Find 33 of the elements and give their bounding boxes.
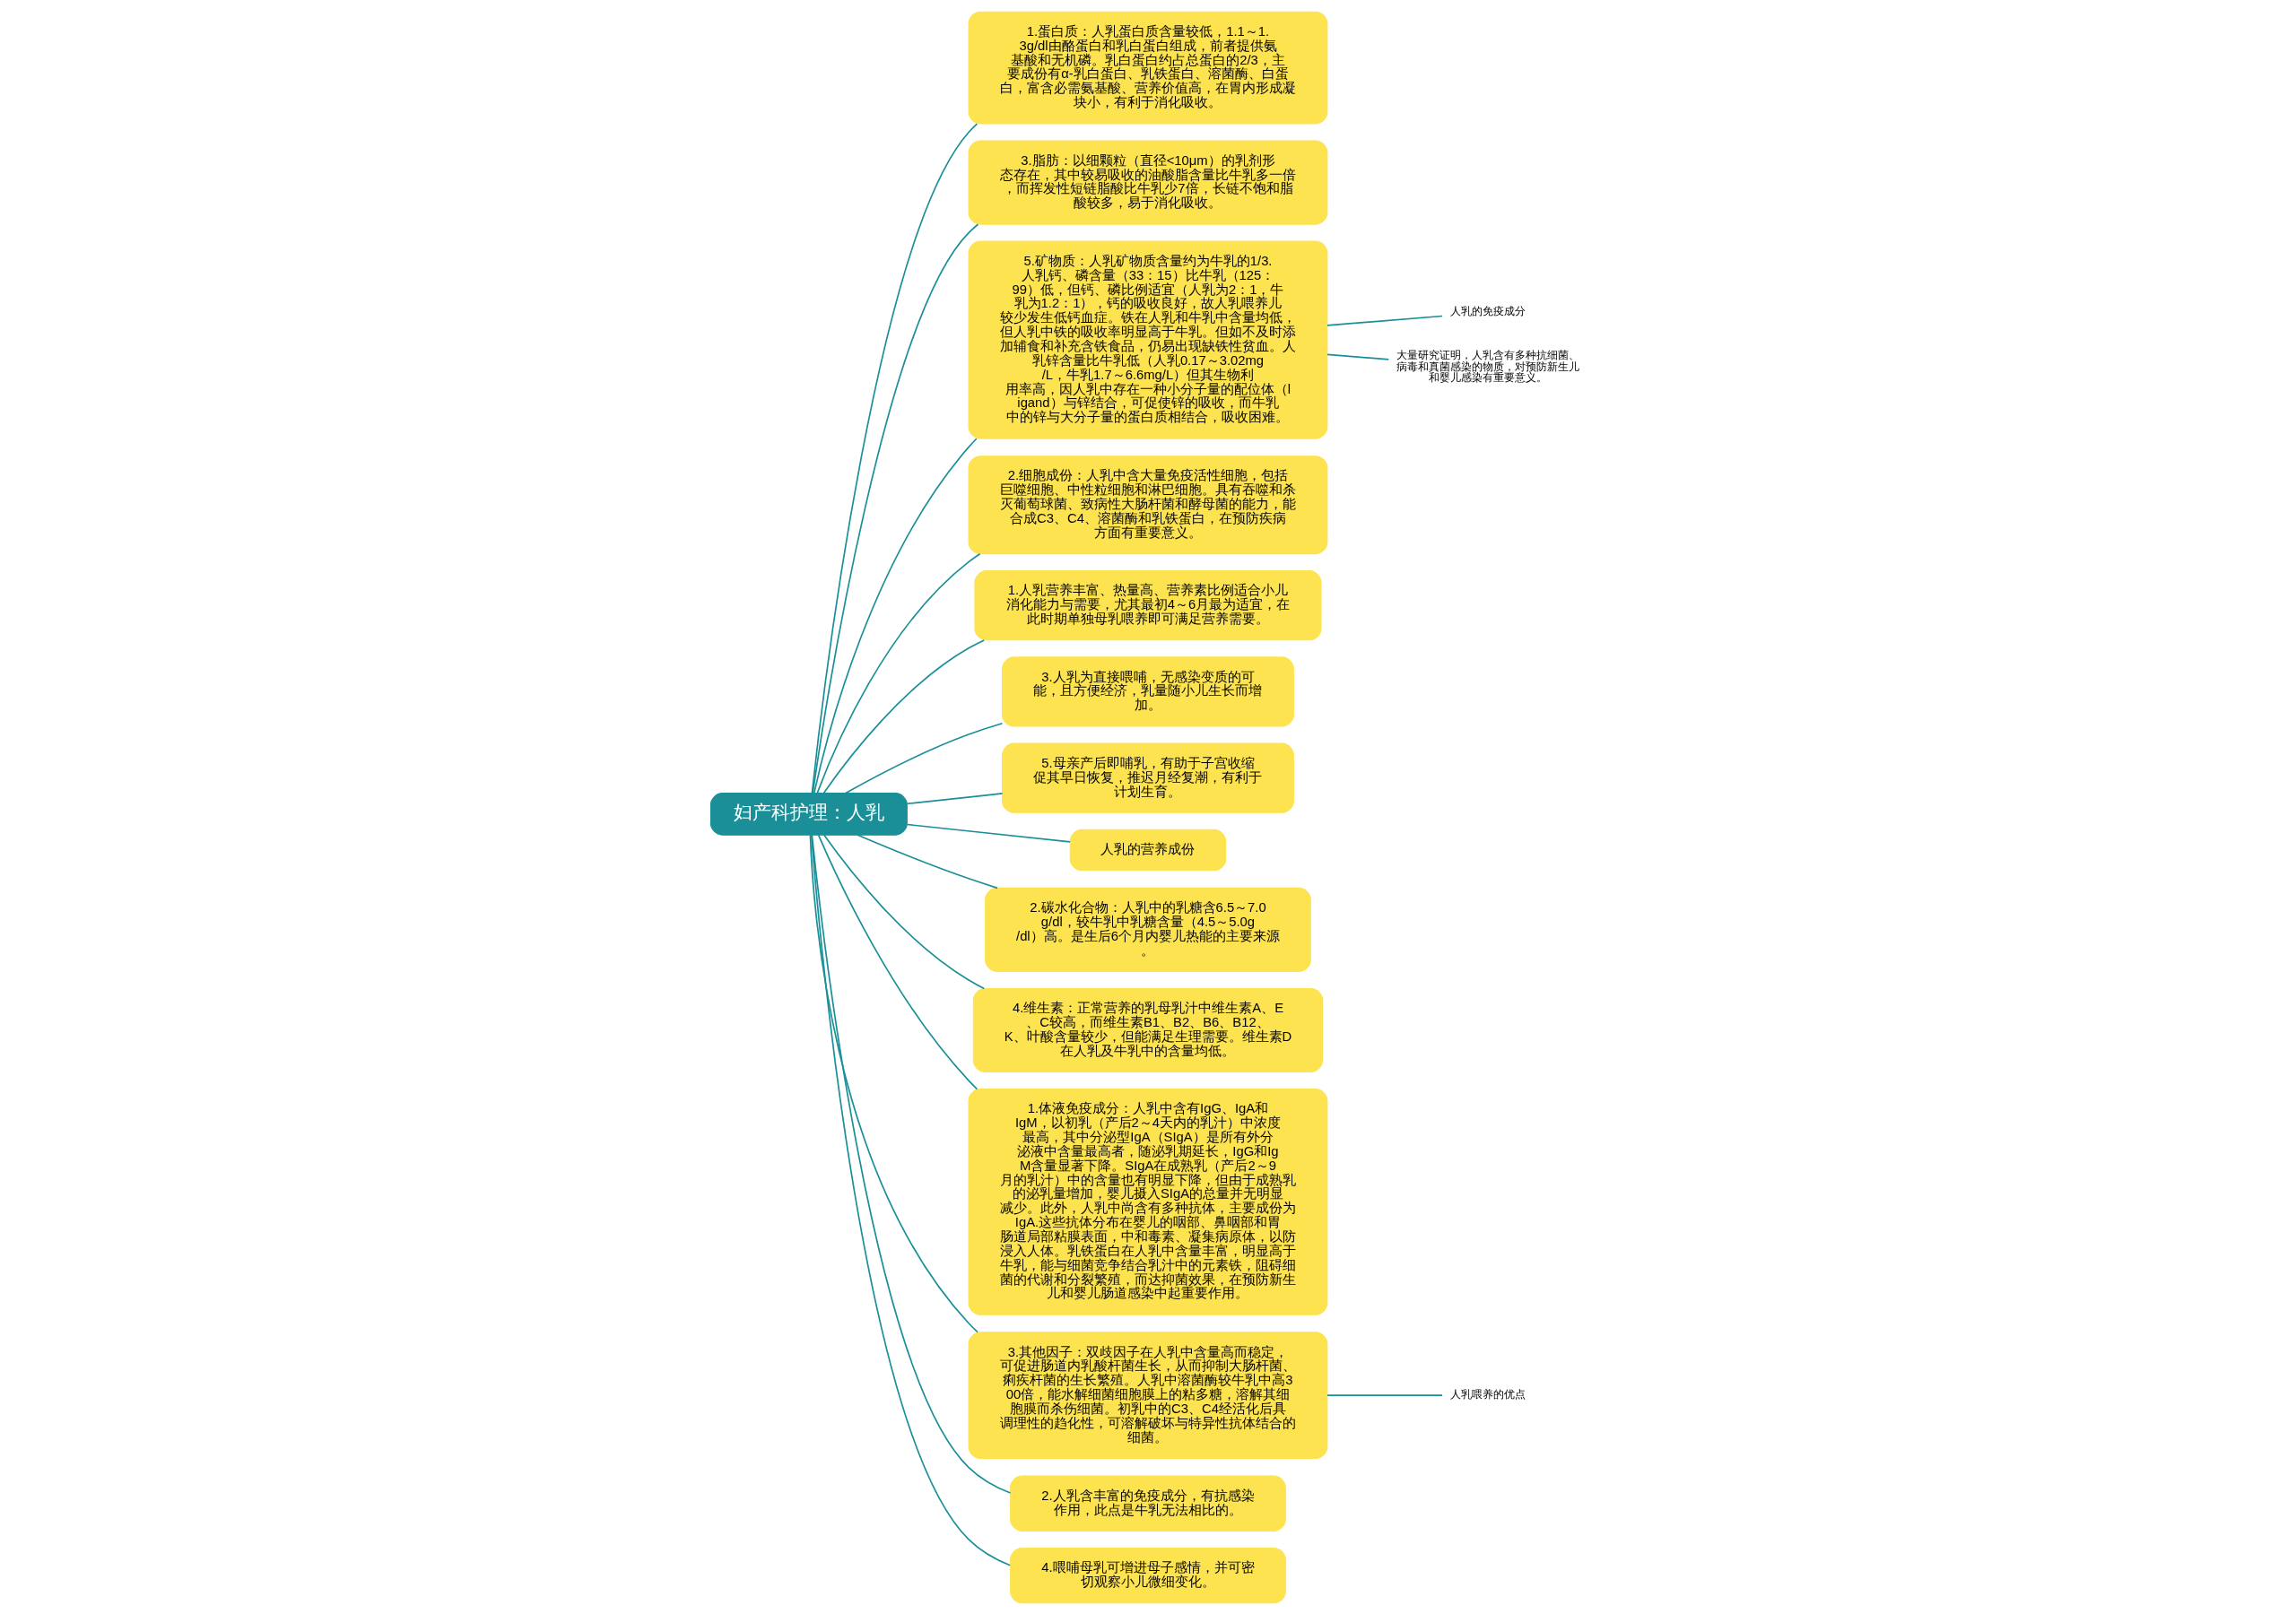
connector [813,437,978,794]
node-box: 5.母亲产后即哺乳，有助于子宫收缩促其早日恢复，推迟月经复潮，有利于计划生育。 [1001,742,1294,813]
node-box: 1.蛋白质：人乳蛋白质含量较低，1.1～1.3g/dl由酪蛋白和乳白蛋白组成，前者提供氨基酸和无机磷。乳白蛋白约占总蛋白的2/3，主要成份有α-乳白蛋白、乳铁蛋白、溶菌酶、白蛋白，富含必需氨基酸、营养价值高，在胃内形成凝块小，有利于消化吸收。 [968,11,1327,125]
node-box: 2.人乳含丰富的免疫成分，有抗感染作用，此点是牛乳无法相比的。 [1009,1475,1286,1532]
node-box: 1.人乳营养丰富、热量高、营养素比例适合小儿消化能力与需要，尤其最初4～6月最为适宜，在此时期单独母乳喂养即可满足营养需要。 [973,569,1321,640]
connector [811,122,978,794]
node-box: 3.脂肪：以细颗粒（直径<10μm）的乳剂形态存在，其中较易吸收的油酸脂含量比牛乳多一倍，而挥发性短链脂酸比牛乳少7倍，长链不饱和脂酸较多，易于消化吸收。 [968,140,1327,225]
node-text: 大量研究证明，人乳含有多种抗细菌、病毒和真菌感染的物质，对预防新生儿和婴儿感染有重要意义。 [1396,348,1579,383]
node-box: 5.矿物质：人乳矿物质含量约为牛乳的1/3.人乳钙、磷含量（33：15）比牛乳（125：99）低，但钙、磷比例适宜（人乳为2：1，牛乳为1.2：1），钙的吸收良好，故人乳喂养儿较少发生低钙血症。铁在人乳和牛乳中含量均低，但人乳中铁的吸收率明显高于牛乳。但如不及时添加辅食和补充含铁食品，仍易出现缺铁性贫血。人乳锌含量比牛乳低（人乳0.17～3.02mg/L，牛乳1.7～6.6mg/L）但其生物利用率高，因人乳中存在一种小分子量的配位体（ligand）与锌结合，可促使锌的吸收，而牛乳中的锌与大分子量的蛋白质相结合，吸收困难。 [968,240,1327,439]
connector [906,792,1003,804]
connector [815,552,980,794]
node-box: 2.碳水化合物：人乳中的乳糖含6.5～7.0g/dl，较牛乳中乳糖含量（4.5～5.0g/dl）高。是生后6个月内婴儿热能的主要来源。 [984,887,1311,972]
node-box: 2.细胞成份：人乳中含大量免疫活性细胞，包括巨噬细胞、中性粒细胞和淋巴细胞。具有吞噬和杀灭葡萄球菌、致病性大肠杆菌和酵母菌的能力，能合成C3、C4、溶菌酶和乳铁蛋白，在预防疾病方面有重要意义。 [968,455,1327,554]
connector [1326,315,1443,326]
connector [817,834,978,1089]
connector [811,222,978,794]
node-box: 3.其他因子：双歧因子在人乳中含量高而稳定，可促进肠道内乳酸杆菌生长，从而抑制大肠杆菌、痢疾杆菌的生长繁殖。人乳中溶菌酶较牛乳中高300倍，能水解细菌细胞膜上的粘多糖，溶解其细胞膜而杀伤细菌。初乳中的C3、C4经活化后具调理性的趋化性，可溶解破坏与特异性抗体结合的细菌。 [968,1331,1327,1459]
connector [856,833,998,889]
node-box: 妇产科护理：人乳 [709,792,908,836]
node-box: 3.人乳为直接喂哺，无感染变质的可能，且方便经济，乳量随小儿生长而增加。 [1001,655,1294,727]
connector [1326,353,1389,360]
connector [822,638,985,794]
connector [809,834,978,1332]
node-box: 人乳的营养成份 [1069,829,1226,871]
node-box: 4.喂哺母乳可增进母子感情，并可密切观察小儿微细变化。 [1009,1547,1286,1603]
connector [906,823,1071,843]
node-text: 人乳喂养的优点 [1449,1387,1526,1400]
node-box: 4.维生素：正常营养的乳母乳汁中维生素A、E、C较高，而维生素B1、B2、B6、B12、K、叶酸含量较少，但能满足生理需要。维生素D在人乳及牛乳中的含量均低。 [972,987,1323,1072]
connector [844,722,1003,794]
node-box: 1.体液免疫成分：人乳中含有IgG、IgA和IgM，以初乳（产后2～4天内的乳汁）中浓度最高，其中分泌型IgA（SIgA）是所有外分泌液中含量最高者，随泌乳期延长，IgG和IgM含量显著下降。SIgA在成熟乳（产后2～9月的乳汁）中的含量也有明显下降，但由于成熟乳的泌乳量增加，婴儿摄入SIgA的总量并无明显减少。此外，人乳中尚含有多种抗体，主要成份为IgA.这些抗体分布在婴儿的咽部、鼻咽部和胃肠道局部粘膜表面，中和毒素、凝集病原体，以防浸入人体。乳铁蛋白在人乳中含量丰富，明显高于牛乳，能与细菌竞争结合乳汁中的元素铁，阻碍细菌的代谢和分裂繁殖，而达抑菌效果，在预防新生儿和婴儿肠道感染中起重要作用。 [968,1088,1327,1315]
connector [822,834,985,989]
connector [1326,1393,1443,1396]
node-text: 人乳的免疫成分 [1449,304,1526,317]
